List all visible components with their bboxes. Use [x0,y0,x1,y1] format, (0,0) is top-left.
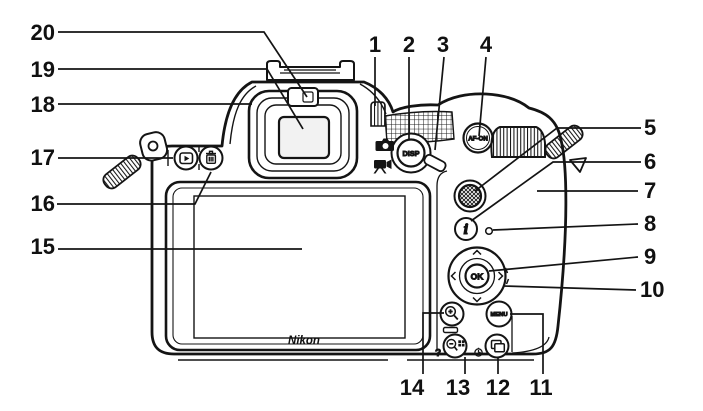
callout-number-3: 3 [436,32,450,57]
callout-line-20 [58,31,308,98]
menu-button-label: MENU [490,312,507,318]
callout-number-12: 12 [485,375,511,400]
callout-number-15: 15 [30,234,55,259]
callout-line-6 [470,161,641,222]
callout-line-5 [474,127,641,192]
callout-line-9 [488,256,639,272]
callout-number-19: 19 [30,57,55,82]
help-label: ? [435,348,441,359]
multi-selector-inner-ring [458,257,496,295]
memory-card-access-lamp [484,226,494,236]
ok-button-label: OK [471,272,485,282]
callout-line-14 [422,312,444,374]
callout-number-5: 5 [644,115,657,140]
callout-number-9: 9 [644,244,657,269]
viewfinder-assembly [229,60,387,180]
grip-corner-seam [511,316,550,354]
callout-line-16 [57,171,212,205]
callout-lines [57,31,641,374]
callout-line-19 [58,68,304,130]
callout-number-4: 4 [479,32,493,57]
callout-number-8: 8 [644,211,657,236]
af-on-button-face [466,126,490,150]
callout-number-1: 1 [368,32,382,57]
movie-mode-icon [373,159,392,174]
main-command-dial [490,126,547,158]
delete-icon [206,150,217,165]
callout-number-18: 18 [30,92,55,117]
eyepiece-window [277,115,331,160]
callout-number-20: 20 [30,20,55,45]
playback-icon [179,152,194,165]
zoom-pair-connector [442,326,459,334]
nikon-logo: Nikon [288,335,320,347]
monitor: Nikon [164,180,432,352]
callout-number-17: 17 [30,145,55,170]
i-button-label: i [463,222,468,238]
release-mode-icon [490,339,506,353]
callout-number-14: 14 [399,375,425,400]
callout-number-2: 2 [402,32,416,57]
hot-shoe-inner-line [280,69,340,74]
callout-number-13: 13 [445,375,471,400]
zoom-in-icon [444,305,459,321]
callout-number-16: 16 [30,191,55,216]
ok-button [464,263,490,289]
eye-sensor-inner [302,91,314,103]
photo-movie-selector-lever [423,153,447,173]
callout-number-7: 7 [644,178,657,203]
panel-seam-line [436,170,448,351]
af-on-button-label: AF-ON [468,136,488,143]
callout-line-11 [510,313,544,374]
disp-button-label: DISP [402,149,419,158]
right-controls: i OK MENU ? [434,179,513,360]
left-lug-hole [147,140,159,152]
zoom-out-icon [446,338,465,351]
callout-line-10 [502,285,637,291]
callout-number-10: 10 [640,277,665,302]
strap-lugs [102,124,587,190]
right-strap-pin [544,124,584,160]
monitor-frame [172,187,424,345]
callout-line-4 [478,56,487,137]
callout-line-8 [492,223,639,231]
callout-number-6: 6 [644,149,657,174]
callout-line-3 [434,56,445,151]
zoom-in-button [439,301,465,327]
left-strap-pin [102,154,142,190]
callout-number-11: 11 [529,375,553,400]
self-timer-icon [474,347,483,357]
diopter-adjustment-control [370,101,386,127]
left-strap-lug [139,131,169,162]
i-button [454,217,478,241]
disp-button [396,138,426,168]
monitor-screen [193,195,406,339]
multi-selector-ticks [450,249,510,303]
left-buttons [167,145,224,171]
right-strap-ring [569,157,587,173]
photo-mode-icon [375,138,394,151]
